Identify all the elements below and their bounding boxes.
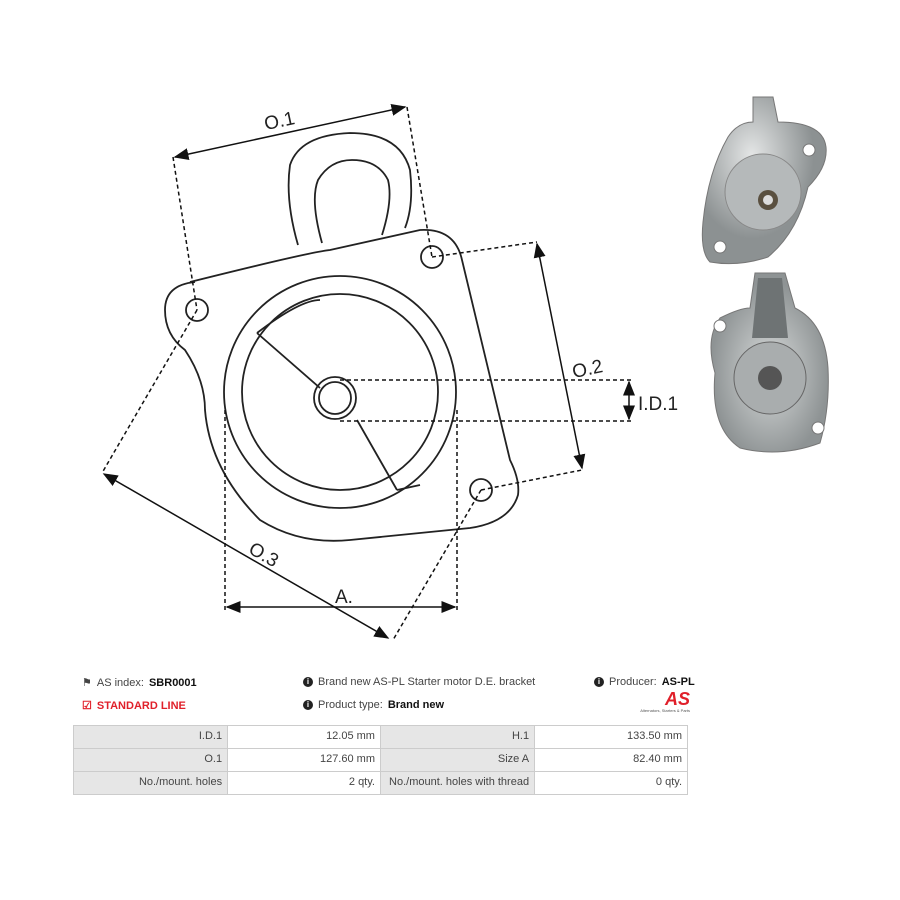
spec-key: Size A xyxy=(379,748,536,772)
tags-icon: ⚑ xyxy=(82,677,92,689)
spec-value: 0 qty. xyxy=(534,771,688,795)
product-photo-front xyxy=(701,96,827,265)
spec-value: 12.05 mm xyxy=(227,725,381,749)
bracket-outline xyxy=(164,132,520,542)
spec-key: No./mount. holes xyxy=(72,771,229,795)
label-o3: O.3 xyxy=(245,538,282,571)
spec-key: I.D.1 xyxy=(72,725,229,749)
product-photo-back xyxy=(710,272,829,453)
description: i Brand new AS-PL Starter motor D.E. bra… xyxy=(303,676,535,688)
dimension-lines xyxy=(101,104,635,641)
spec-value: 2 qty. xyxy=(227,771,381,795)
checkbox-icon: ☑ xyxy=(82,700,92,712)
spec-key: H.1 xyxy=(379,725,536,749)
spec-value: 127.60 mm xyxy=(227,748,381,772)
label-id1: I.D.1 xyxy=(638,394,678,415)
spec-key: O.1 xyxy=(72,748,229,772)
spec-key: No./mount. holes with thread xyxy=(379,771,536,795)
info-icon: i xyxy=(303,700,313,710)
as-index-value: SBR0001 xyxy=(148,676,197,689)
product-type: i Product type: Brand new xyxy=(303,699,444,711)
info-icon: i xyxy=(303,677,313,687)
label-o2: O.2 xyxy=(570,356,604,383)
technical-drawing: O.1 O.2 O.3 I.D.1 A. xyxy=(101,104,678,641)
as-pl-logo: AS Alternators, Starters & Parts xyxy=(640,689,690,713)
spec-value: 133.50 mm xyxy=(534,725,688,749)
producer: i Producer: AS-PL xyxy=(594,676,695,688)
spec-value: 82.40 mm xyxy=(534,748,688,772)
standard-line-badge: ☑ STANDARD LINE xyxy=(82,699,186,713)
as-index: ⚑ AS index: SBR0001 xyxy=(82,676,197,690)
label-a: A. xyxy=(335,587,353,608)
info-icon: i xyxy=(594,677,604,687)
